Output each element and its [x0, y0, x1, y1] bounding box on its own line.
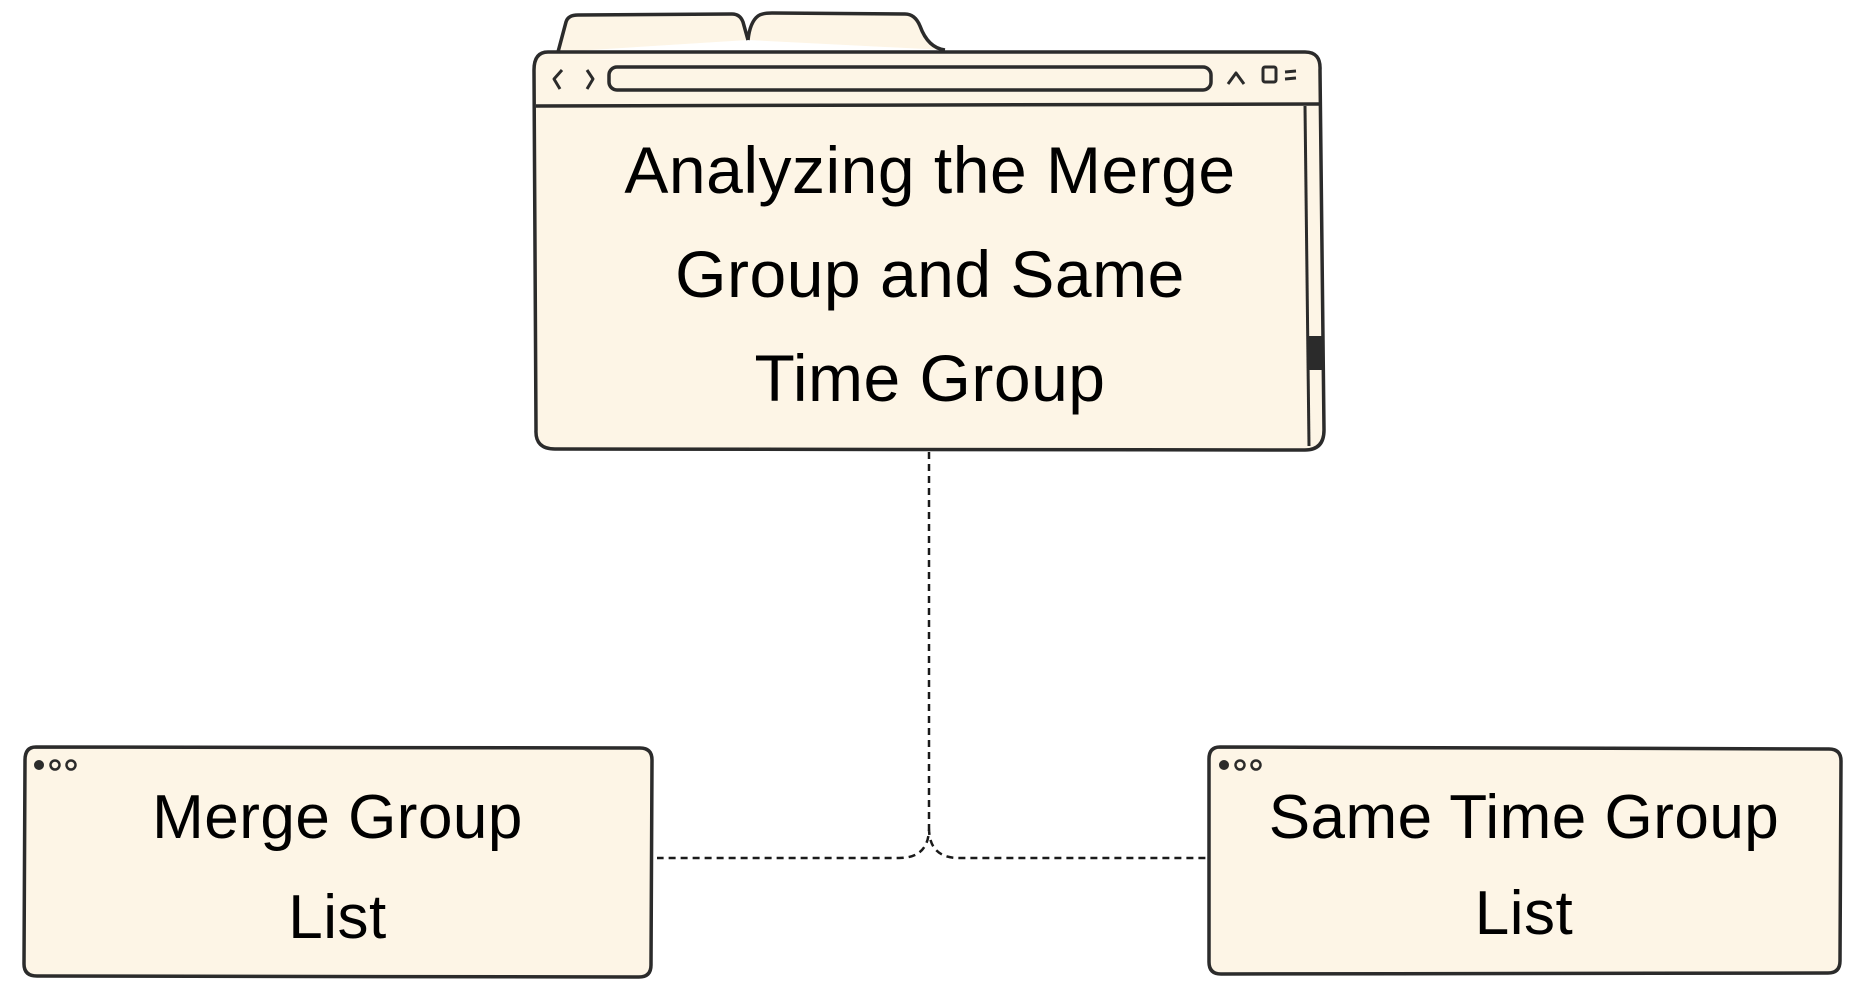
folder-tab-left	[556, 12, 750, 53]
window-square-icon	[1261, 65, 1278, 84]
scrollbar-track	[1303, 105, 1311, 447]
address-bar	[607, 65, 1213, 92]
scrollbar-thumb[interactable]	[1309, 336, 1322, 370]
child-label-line: List	[1474, 879, 1574, 948]
same-time-group-list-label: Same Time Group List	[1214, 770, 1834, 962]
menu-lines-icon	[1284, 69, 1297, 81]
folder-tab-right	[746, 11, 946, 52]
root-node-label: Analyzing the Merge Group and Same Time …	[560, 118, 1300, 430]
child-label-line: List	[288, 883, 387, 952]
merge-group-list-label: Merge Group List	[30, 768, 645, 968]
same-time-group-list-window	[1207, 745, 1843, 976]
merge-group-list-window	[22, 745, 654, 979]
connector-root-to-children	[657, 452, 1206, 860]
window-dot-icon	[65, 759, 77, 771]
root-label-line: Group and Same	[675, 237, 1185, 311]
child-label-line: Merge Group	[152, 783, 523, 852]
window-dot-icon	[49, 759, 61, 771]
window-dot-icon	[1250, 759, 1262, 771]
chevron-up-icon	[1226, 71, 1246, 85]
root-label-line: Analyzing the Merge	[624, 133, 1236, 207]
root-label-line: Time Group	[754, 341, 1106, 415]
root-node-folder-window	[532, 11, 1326, 452]
child-label-line: Same Time Group	[1268, 783, 1780, 852]
back-arrow-icon	[552, 69, 564, 90]
toolbar-divider	[535, 102, 1322, 108]
window-dot-icon	[34, 760, 44, 770]
window-dot-icon	[1234, 759, 1246, 771]
forward-arrow-icon	[585, 69, 595, 90]
folder-body	[532, 50, 1326, 452]
window-dot-icon	[1219, 760, 1229, 770]
